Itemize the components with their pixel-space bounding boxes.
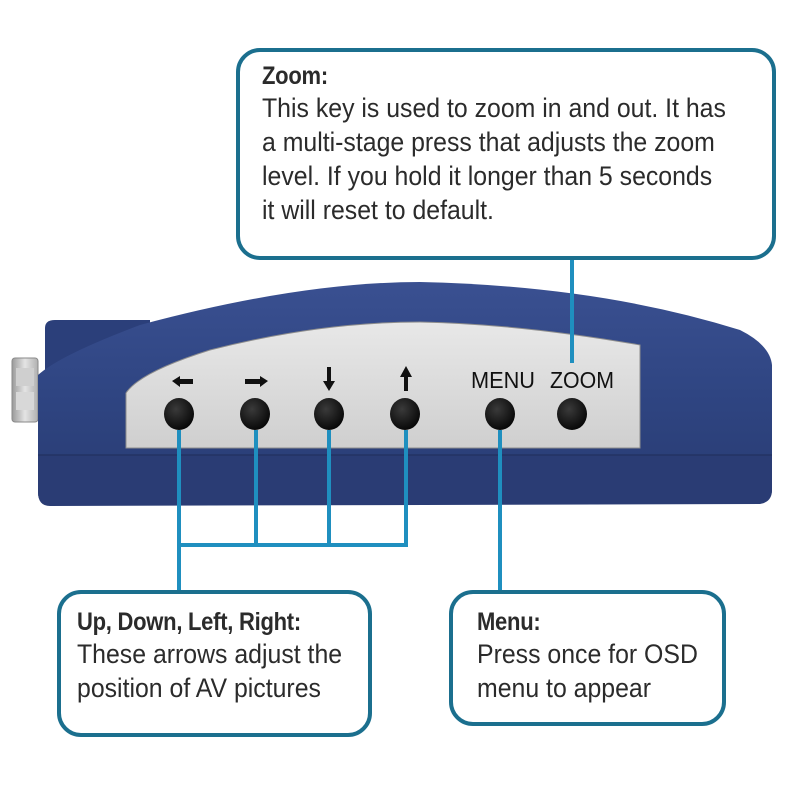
menu-callout-title: Menu: <box>477 608 541 636</box>
zoom-label: ZOOM <box>550 367 614 393</box>
connector-lines <box>177 258 574 592</box>
left-button[interactable] <box>164 398 194 430</box>
zoom-callout-body: This key is used to zoom in and out. It … <box>262 93 726 225</box>
menu-button[interactable] <box>485 398 515 430</box>
down-button[interactable] <box>314 398 344 430</box>
arrows-callout-title: Up, Down, Left, Right: <box>77 608 301 636</box>
menu-callout-body: Press once for OSD menu to appear <box>477 639 698 703</box>
menu-label: MENU <box>471 367 535 393</box>
button-labels: MENU ZOOM <box>172 366 614 393</box>
arrow-right-icon <box>245 376 268 387</box>
zoom-callout-title: Zoom: <box>262 62 328 90</box>
vga-connector <box>11 357 39 423</box>
zoom-button[interactable] <box>557 398 587 430</box>
right-button[interactable] <box>240 398 270 430</box>
arrow-down-icon <box>323 367 335 391</box>
arrow-left-icon <box>172 376 193 387</box>
arrows-callout-body: These arrows adjust the position of AV p… <box>77 639 343 703</box>
device-buttons <box>164 398 587 430</box>
arrow-up-icon <box>400 366 412 391</box>
arrows-callout: Up, Down, Left, Right: These arrows adju… <box>57 590 372 737</box>
up-button[interactable] <box>390 398 420 430</box>
menu-callout: Menu: Press once for OSD menu to appear <box>449 590 726 726</box>
zoom-callout: Zoom: This key is used to zoom in and ou… <box>236 48 776 260</box>
